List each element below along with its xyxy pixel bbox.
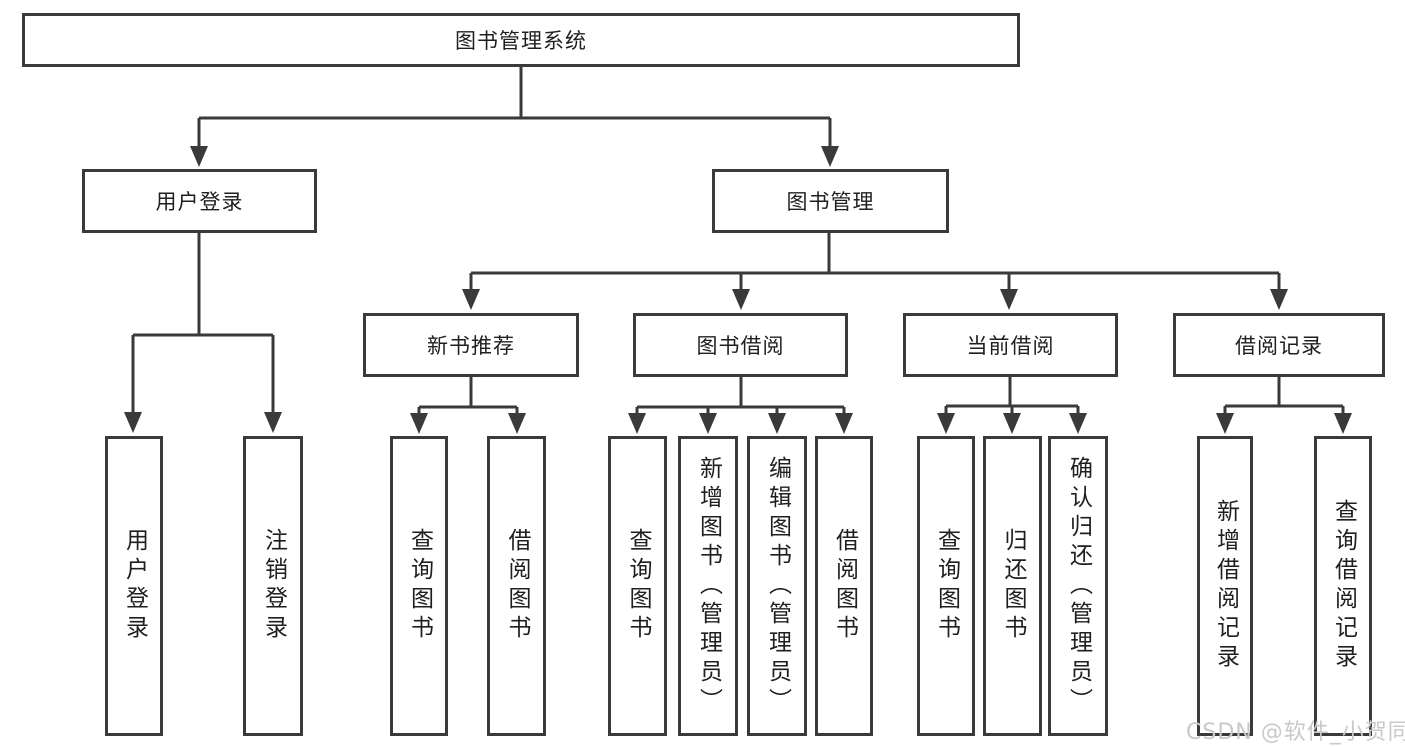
node-label: 图书管理 bbox=[786, 190, 875, 214]
node-label: 图书管理系统 bbox=[455, 29, 587, 53]
node-book-management: 图书管理 bbox=[712, 169, 949, 233]
node-borrowing-records: 借阅记录 bbox=[1173, 313, 1385, 377]
node-current-borrowing: 当前借阅 bbox=[903, 313, 1118, 377]
leaf-query-books: 查询图书 bbox=[917, 436, 975, 736]
leaf-logout-login: 注销登录 bbox=[243, 436, 303, 736]
leaf-borrow-books: 借阅图书 bbox=[487, 436, 546, 736]
leaf-borrow-books: 借阅图书 bbox=[815, 436, 873, 736]
leaf-edit-books-admin: 编辑图书（管理员） bbox=[747, 436, 807, 736]
node-label: 当前借阅 bbox=[966, 334, 1055, 358]
node-label: 借阅记录 bbox=[1235, 334, 1323, 358]
node-library-management-system: 图书管理系统 bbox=[22, 13, 1020, 67]
node-label: 图书借阅 bbox=[696, 334, 785, 358]
leaf-query-books: 查询图书 bbox=[608, 436, 667, 736]
leaf-query-books: 查询图书 bbox=[390, 436, 448, 736]
node-user-login: 用户登录 bbox=[82, 169, 317, 233]
node-label: 用户登录 bbox=[155, 190, 244, 214]
leaf-return-books: 归还图书 bbox=[983, 436, 1042, 736]
node-new-book-recommendation: 新书推荐 bbox=[363, 313, 579, 377]
leaf-user-login: 用户登录 bbox=[105, 436, 163, 736]
csdn-watermark: CSDN @软件_小贺同学 bbox=[1186, 720, 1405, 745]
leaf-confirm-return-admin: 确认归还（管理员） bbox=[1048, 436, 1108, 736]
leaf-add-borrow-record: 新增借阅记录 bbox=[1197, 436, 1253, 736]
node-label: 新书推荐 bbox=[427, 334, 515, 358]
arrowhead-icons bbox=[124, 146, 1352, 434]
leaf-query-borrow-record: 查询借阅记录 bbox=[1314, 436, 1372, 736]
leaf-add-books-admin: 新增图书（管理员） bbox=[678, 436, 738, 736]
node-book-borrowing: 图书借阅 bbox=[633, 313, 848, 377]
